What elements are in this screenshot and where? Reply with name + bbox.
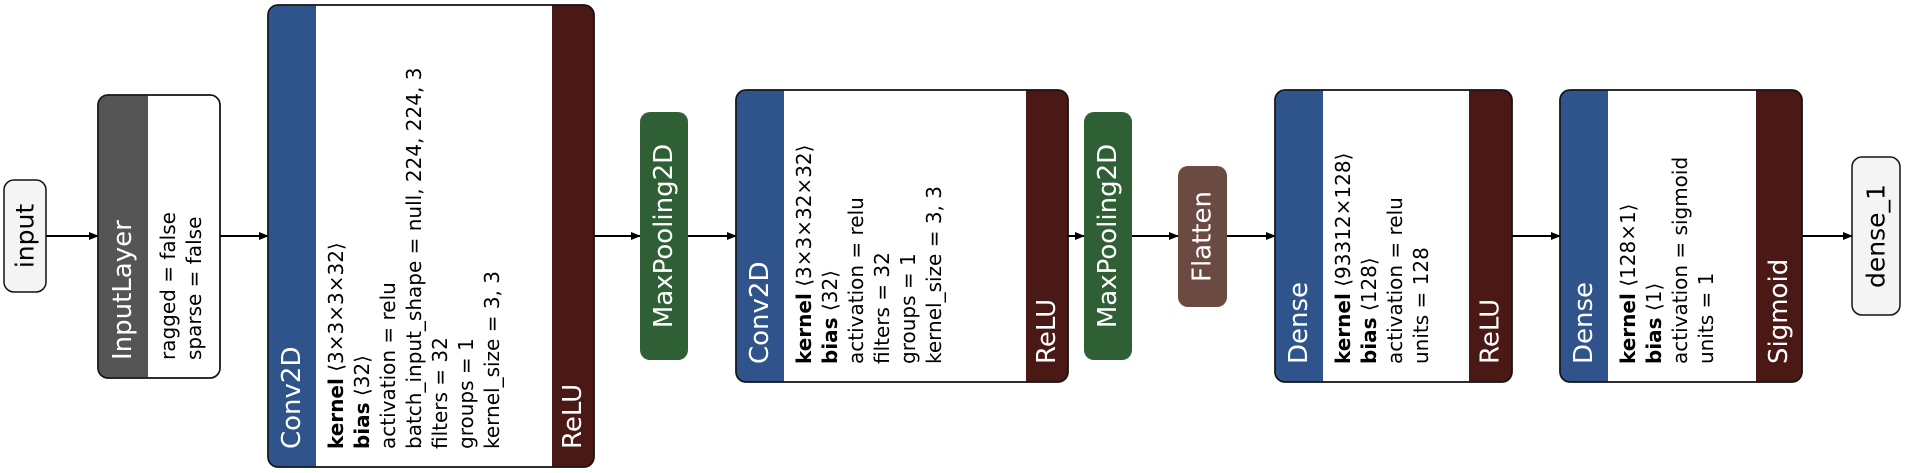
dense-2-node-param-2-value: activation = sigmoid: [1668, 157, 1692, 364]
dense-2-node-activation-strip: [1756, 90, 1802, 382]
conv2d-node-param-3-value: batch_input_shape = null, 224, 224, 3: [402, 68, 426, 449]
dense-node-param-1-value: ⟨128⟩: [1357, 257, 1381, 317]
dense-2-node-outline: [1559, 89, 1803, 383]
conv2d-2-node-activation-strip: [1026, 90, 1068, 382]
conv2d-node-activation-strip: [552, 5, 594, 467]
inputlayer-node-title: InputLayer: [108, 220, 138, 360]
conv2d-2-node-param-3: filters = 32: [870, 252, 894, 364]
output-node[interactable]: dense_1: [1851, 156, 1901, 316]
dense-node-param-0: kernel ⟨93312×128⟩: [1331, 153, 1355, 364]
dense-node-activation: ReLU: [1476, 299, 1506, 364]
conv2d-2-node-param-1: bias ⟨32⟩: [818, 270, 842, 364]
dense-node[interactable]: Dense ReLU kernel ⟨93312×128⟩bias ⟨128⟩act…: [1274, 89, 1513, 383]
conv2d-2-node-param-1-value: ⟨32⟩: [818, 270, 842, 317]
maxpool-2-node-title: MaxPooling2D: [1093, 144, 1123, 328]
conv2d-node-param-3: batch_input_shape = null, 224, 224, 3: [402, 68, 426, 449]
dense-node-param-2: activation = relu: [1383, 197, 1407, 364]
conv2d-2-node-param-0-value: ⟨3×3×32×32⟩: [792, 145, 816, 294]
conv2d-node-param-1-key: bias: [350, 402, 374, 449]
dense-node-param-3: units = 128: [1409, 247, 1433, 364]
flatten-node-box: [1178, 166, 1227, 307]
dense-2-node-activation: Sigmoid: [1764, 259, 1794, 364]
conv2d-node-title: Conv2D: [277, 347, 307, 450]
input-node[interactable]: input: [3, 179, 47, 293]
dense-2-node-param-3: units = 1: [1694, 273, 1718, 364]
conv2d-2-node-param-0: kernel ⟨3×3×32×32⟩: [792, 145, 816, 364]
inputlayer-node-param-0-value: ragged = false: [156, 212, 180, 360]
dense-node-title: Dense: [1284, 282, 1314, 364]
maxpool-2-node[interactable]: MaxPooling2D: [1084, 112, 1132, 360]
dense-node-activation-strip: [1469, 90, 1512, 382]
maxpool-node[interactable]: MaxPooling2D: [640, 112, 688, 360]
dense-node-param-3-value: units = 128: [1409, 247, 1433, 364]
conv2d-2-node-param-5: kernel_size = 3, 3: [922, 186, 946, 364]
conv2d-node-outline: [267, 4, 595, 468]
dense-2-node-param-0-key: kernel: [1616, 293, 1640, 364]
inputlayer-node-outline: [97, 94, 221, 379]
input-node-box: [3, 179, 47, 293]
maxpool-node-box: [640, 112, 688, 360]
conv2d-2-node-outline: [735, 89, 1069, 383]
dense-node-param-1: bias ⟨128⟩: [1357, 257, 1381, 364]
dense-2-node[interactable]: Dense Sigmoid kernel ⟨128×1⟩bias ⟨1⟩activa…: [1559, 89, 1803, 383]
conv2d-2-node-title-strip: [736, 90, 784, 382]
conv2d-2-node-param-2-value: activation = relu: [844, 197, 868, 364]
maxpool-node-title: MaxPooling2D: [649, 144, 679, 328]
dense-2-node-param-3-value: units = 1: [1694, 273, 1718, 364]
conv2d-node-param-2-value: activation = relu: [376, 282, 400, 449]
conv2d-node-param-0-value: ⟨3×3×3×32⟩: [324, 242, 348, 378]
dense-2-node-title-strip: [1560, 90, 1608, 382]
conv2d-node-title-strip: [268, 5, 316, 467]
dense-node-param-0-key: kernel: [1331, 293, 1355, 364]
dense-2-node-param-1-value: ⟨1⟩: [1642, 283, 1666, 318]
conv2d-node-param-1: bias ⟨32⟩: [350, 355, 374, 449]
dense-2-node-param-2: activation = sigmoid: [1668, 157, 1692, 364]
inputlayer-node-param-1-value: sparse = false: [182, 217, 206, 360]
conv2d-2-node-param-5-value: kernel_size = 3, 3: [922, 186, 946, 364]
inputlayer-node-param-0: ragged = false: [156, 212, 180, 360]
inputlayer-node-title-strip: [98, 95, 148, 378]
output-node-label: dense_1: [1862, 184, 1891, 288]
conv2d-node-param-0: kernel ⟨3×3×3×32⟩: [324, 242, 348, 449]
input-node-label: input: [11, 204, 40, 269]
dense-2-node-param-1: bias ⟨1⟩: [1642, 283, 1666, 364]
conv2d-2-node-activation: ReLU: [1032, 299, 1062, 364]
conv2d-node[interactable]: Conv2D ReLU kernel ⟨3×3×3×32⟩bias ⟨32⟩acti…: [267, 4, 595, 468]
conv2d-2-node-param-4-value: groups = 1: [896, 253, 920, 364]
inputlayer-node-param-1: sparse = false: [182, 217, 206, 360]
flatten-node[interactable]: Flatten: [1178, 166, 1227, 307]
output-node-box: [1851, 156, 1901, 316]
conv2d-node-param-1-value: ⟨32⟩: [350, 355, 374, 402]
conv2d-2-node-param-3-value: filters = 32: [870, 252, 894, 364]
conv2d-2-node-param-4: groups = 1: [896, 253, 920, 364]
dense-2-node-param-0-value: ⟨128×1⟩: [1616, 204, 1640, 294]
conv2d-2-node-param-0-key: kernel: [792, 293, 816, 364]
conv2d-node-param-0-key: kernel: [324, 378, 348, 449]
dense-node-outline: [1274, 89, 1513, 383]
dense-2-node-param-0: kernel ⟨128×1⟩: [1616, 204, 1640, 364]
conv2d-node-param-5-value: groups = 1: [454, 338, 478, 449]
conv2d-2-node-param-1-key: bias: [818, 317, 842, 364]
dense-2-node-param-1-key: bias: [1642, 317, 1666, 364]
conv2d-2-node[interactable]: Conv2D ReLU kernel ⟨3×3×32×32⟩bias ⟨32⟩act…: [735, 89, 1069, 383]
conv2d-node-param-4: filters = 32: [428, 337, 452, 449]
dense-node-title-strip: [1275, 90, 1323, 382]
dense-node-param-2-value: activation = relu: [1383, 197, 1407, 364]
conv2d-node-param-4-value: filters = 32: [428, 337, 452, 449]
dense-node-param-0-value: ⟨93312×128⟩: [1331, 153, 1355, 294]
maxpool-2-node-box: [1084, 112, 1132, 360]
conv2d-2-node-title: Conv2D: [745, 262, 775, 365]
flatten-node-title: Flatten: [1188, 191, 1218, 282]
conv2d-node-activation: ReLU: [558, 384, 588, 449]
conv2d-node-param-5: groups = 1: [454, 338, 478, 449]
dense-node-param-1-key: bias: [1357, 317, 1381, 364]
dense-2-node-title: Dense: [1569, 282, 1599, 364]
conv2d-2-node-param-2: activation = relu: [844, 197, 868, 364]
conv2d-node-param-6: kernel_size = 3, 3: [480, 271, 504, 449]
conv2d-node-param-6-value: kernel_size = 3, 3: [480, 271, 504, 449]
conv2d-node-param-2: activation = relu: [376, 282, 400, 449]
